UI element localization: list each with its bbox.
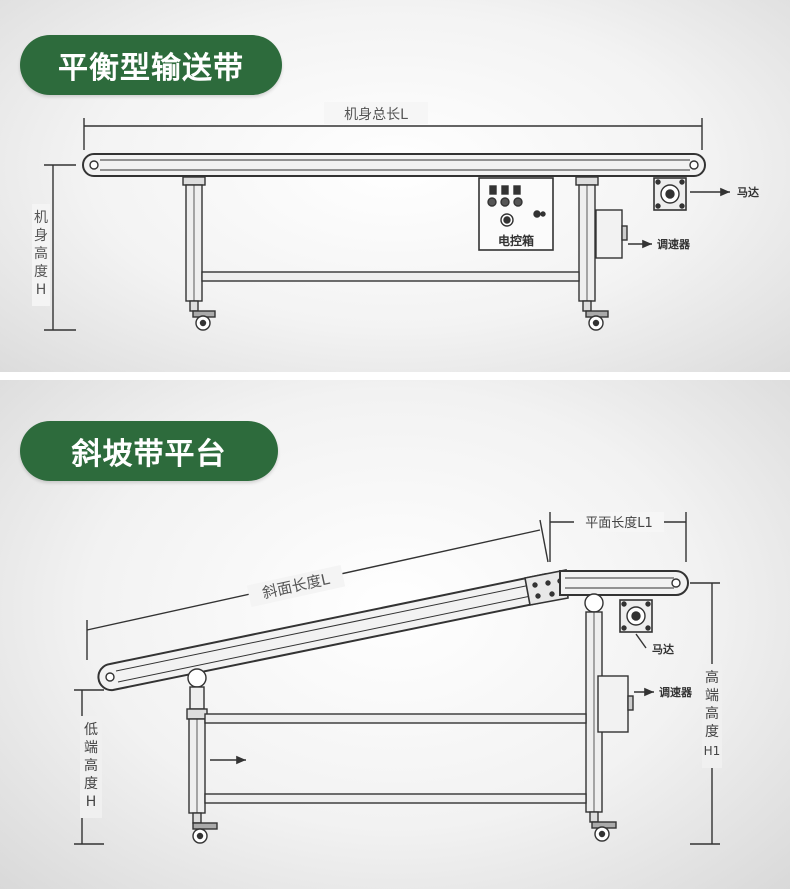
svg-text:H: H	[86, 794, 97, 810]
incline-conveyor-drawing	[74, 512, 722, 845]
svg-text:高: 高	[705, 705, 719, 722]
svg-text:端: 端	[705, 688, 719, 704]
flat-motor-label: 马达	[737, 185, 759, 199]
high-end-height-label: 高 端 高 度 H1	[704, 669, 721, 758]
svg-text:低: 低	[84, 722, 98, 738]
flat-conveyor-drawing	[32, 102, 730, 331]
flat-length-label: 平面长度L1	[585, 515, 653, 531]
incline-conveyor-title: 斜坡带平台	[20, 421, 278, 481]
svg-text:端: 端	[84, 740, 98, 756]
svg-text:H1: H1	[704, 744, 721, 758]
control-box-label: 电控箱	[498, 233, 534, 248]
svg-text:度: 度	[705, 724, 719, 740]
svg-text:高: 高	[34, 245, 48, 262]
low-end-height-label: 低 端 高 度 H	[84, 722, 98, 810]
svg-text:身: 身	[34, 228, 48, 244]
svg-text:度: 度	[84, 776, 98, 792]
svg-text:高: 高	[84, 757, 98, 774]
flat-controller-label: 调速器	[657, 237, 691, 251]
svg-text:H: H	[36, 282, 47, 298]
flat-conveyor-title: 平衡型输送带	[20, 35, 282, 95]
svg-text:机: 机	[34, 210, 48, 226]
svg-text:高: 高	[705, 669, 719, 686]
incline-motor-label: 马达	[652, 642, 674, 656]
flat-height-label: 机 身 高 度 H	[34, 210, 48, 298]
panel-divider	[0, 372, 790, 380]
slope-length-label: 斜面长度L	[261, 570, 332, 602]
svg-text:度: 度	[34, 264, 48, 280]
total-length-label: 机身总长L	[344, 107, 408, 123]
incline-controller-label: 调速器	[659, 685, 693, 699]
